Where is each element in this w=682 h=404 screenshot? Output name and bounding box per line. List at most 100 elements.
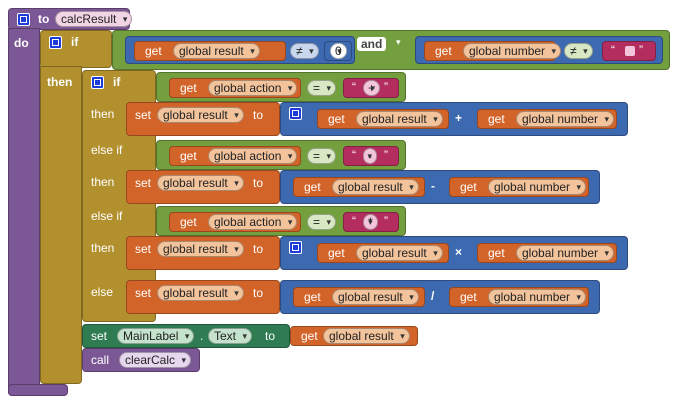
branch-condition-minus[interactable]: get global action = “ - ” — [156, 140, 406, 170]
procedure-call-dropdown[interactable]: clearCalc — [119, 352, 192, 368]
compare-operator-dropdown[interactable]: ≠ — [564, 43, 593, 59]
var-dropdown[interactable]: global number — [516, 111, 615, 127]
set-result-minus-block[interactable]: set global result to — [126, 170, 280, 204]
var-dropdown[interactable]: global number — [516, 245, 615, 261]
outer-if-header[interactable]: if — [40, 30, 112, 68]
else-if-keyword-1: else if — [91, 143, 123, 157]
text-field[interactable]: * — [363, 214, 378, 230]
get-global-result-block[interactable]: get global result — [290, 326, 418, 346]
compare-number-block[interactable]: get global number ≠ “ ” — [415, 36, 663, 64]
multiply-math-block[interactable]: get global result × get global number — [280, 236, 628, 270]
set-var-dropdown[interactable]: global result — [157, 175, 244, 191]
call-keyword: call — [91, 353, 110, 367]
to-keyword: to — [253, 286, 264, 300]
set-mainlabel-text-block[interactable]: set MainLabel . Text to — [82, 324, 290, 348]
set-result-multiply-block[interactable]: set global result to — [126, 236, 280, 270]
get-keyword: get — [328, 246, 345, 260]
procedure-name-field[interactable]: calcResult — [55, 11, 133, 27]
and-operator-label: and — [357, 37, 387, 51]
get-keyword: get — [180, 215, 197, 229]
get-keyword: get — [435, 44, 452, 58]
text-field[interactable]: - — [363, 148, 377, 164]
get-global-action-block[interactable]: get global action — [169, 212, 301, 232]
add-gear-icon[interactable] — [289, 107, 302, 120]
subtract-math-block[interactable]: get global result - get global number — [280, 170, 600, 204]
mutator-gear-icon[interactable] — [17, 13, 30, 26]
text-minus-block[interactable]: “ - ” — [343, 146, 399, 166]
get-global-number-block[interactable]: get global number — [449, 287, 589, 307]
and-dropdown-icon[interactable]: ▾ — [396, 37, 401, 47]
number-field[interactable]: 0 — [330, 43, 347, 59]
equals-operator-dropdown[interactable]: = — [307, 214, 337, 230]
var-dropdown[interactable]: global result — [173, 43, 260, 59]
get-global-result-block[interactable]: get global result — [317, 243, 449, 263]
var-dropdown[interactable]: global number — [488, 289, 587, 305]
procedure-block[interactable]: to calcResult — [8, 8, 133, 30]
empty-text-block[interactable]: “ ” — [602, 41, 656, 61]
branch-condition-multiply[interactable]: get global action = “ * ” — [156, 206, 406, 236]
get-global-number-block[interactable]: get global number — [424, 41, 562, 61]
branch-condition-plus[interactable]: get global action = “ + ” — [156, 72, 406, 102]
set-keyword: set — [135, 242, 152, 256]
var-dropdown[interactable]: global result — [356, 111, 443, 127]
set-var-dropdown[interactable]: global result — [157, 107, 244, 123]
set-keyword: set — [135, 176, 152, 190]
set-result-divide-block[interactable]: set global result to — [126, 280, 280, 314]
equals-operator-dropdown[interactable]: = — [307, 80, 337, 96]
component-dropdown[interactable]: MainLabel — [117, 328, 195, 344]
get-global-result-block[interactable]: get global result — [293, 177, 425, 197]
add-math-block[interactable]: get global result + get global number — [280, 102, 628, 136]
and-condition-block[interactable]: get global result ≠ 0 and ▾ get global n… — [112, 30, 670, 70]
var-dropdown[interactable]: global action — [208, 148, 298, 164]
compare-operator-dropdown[interactable]: ≠ — [290, 43, 319, 59]
to-keyword: to — [253, 108, 264, 122]
get-global-result-block[interactable]: get global result — [317, 109, 449, 129]
to-keyword: to — [265, 329, 276, 343]
equals-operator-dropdown[interactable]: = — [307, 148, 337, 164]
get-global-action-block[interactable]: get global action — [169, 146, 301, 166]
inner-if-gear-icon[interactable] — [91, 76, 104, 89]
var-dropdown[interactable]: global result — [323, 328, 410, 344]
set-keyword: set — [91, 329, 108, 343]
inner-then-keyword-1: then — [91, 107, 115, 121]
get-keyword: get — [145, 44, 162, 58]
set-var-dropdown[interactable]: global result — [157, 285, 244, 301]
dot-label: . — [200, 329, 204, 343]
var-dropdown[interactable]: global result — [356, 245, 443, 261]
multiply-gear-icon[interactable] — [289, 241, 302, 254]
set-result-plus-block[interactable]: set global result to — [126, 102, 280, 136]
empty-text-field[interactable] — [625, 46, 635, 56]
procedure-body-arm — [8, 28, 40, 396]
set-var-dropdown[interactable]: global result — [157, 241, 244, 257]
get-global-result-block[interactable]: get global result — [134, 41, 286, 61]
compare-result-block[interactable]: get global result ≠ 0 — [125, 36, 355, 64]
outer-if-gear-icon[interactable] — [49, 36, 62, 49]
procedure-to-keyword: to — [38, 12, 50, 26]
var-dropdown[interactable]: global result — [332, 179, 419, 195]
close-quote-icon: ” — [639, 43, 643, 57]
call-clearcalc-block[interactable]: call clearCalc — [82, 348, 200, 372]
var-dropdown[interactable]: global action — [208, 80, 298, 96]
divide-math-block[interactable]: get global result / get global number — [280, 280, 600, 314]
var-dropdown[interactable]: global result — [332, 289, 419, 305]
get-keyword: get — [304, 180, 321, 194]
text-plus-block[interactable]: “ + ” — [343, 78, 399, 98]
text-multiply-block[interactable]: “ * ” — [343, 212, 399, 232]
get-global-action-block[interactable]: get global action — [169, 78, 301, 98]
get-global-number-block[interactable]: get global number — [477, 243, 617, 263]
get-global-number-block[interactable]: get global number — [477, 109, 617, 129]
var-dropdown[interactable]: global number — [463, 43, 562, 59]
var-dropdown[interactable]: global action — [208, 214, 298, 230]
inner-then-keyword-2: then — [91, 175, 115, 189]
get-global-result-block[interactable]: get global result — [293, 287, 425, 307]
multiply-operator-label: × — [455, 245, 463, 259]
text-field[interactable]: + — [363, 80, 381, 96]
var-dropdown[interactable]: global number — [488, 179, 587, 195]
get-global-number-block[interactable]: get global number — [449, 177, 589, 197]
property-dropdown[interactable]: Text — [208, 328, 253, 344]
plus-operator-label: + — [455, 111, 463, 125]
outer-if-body-arm — [40, 66, 82, 384]
number-block[interactable]: 0 — [324, 41, 352, 61]
close-quote-icon: ” — [384, 148, 388, 162]
get-keyword: get — [488, 112, 505, 126]
